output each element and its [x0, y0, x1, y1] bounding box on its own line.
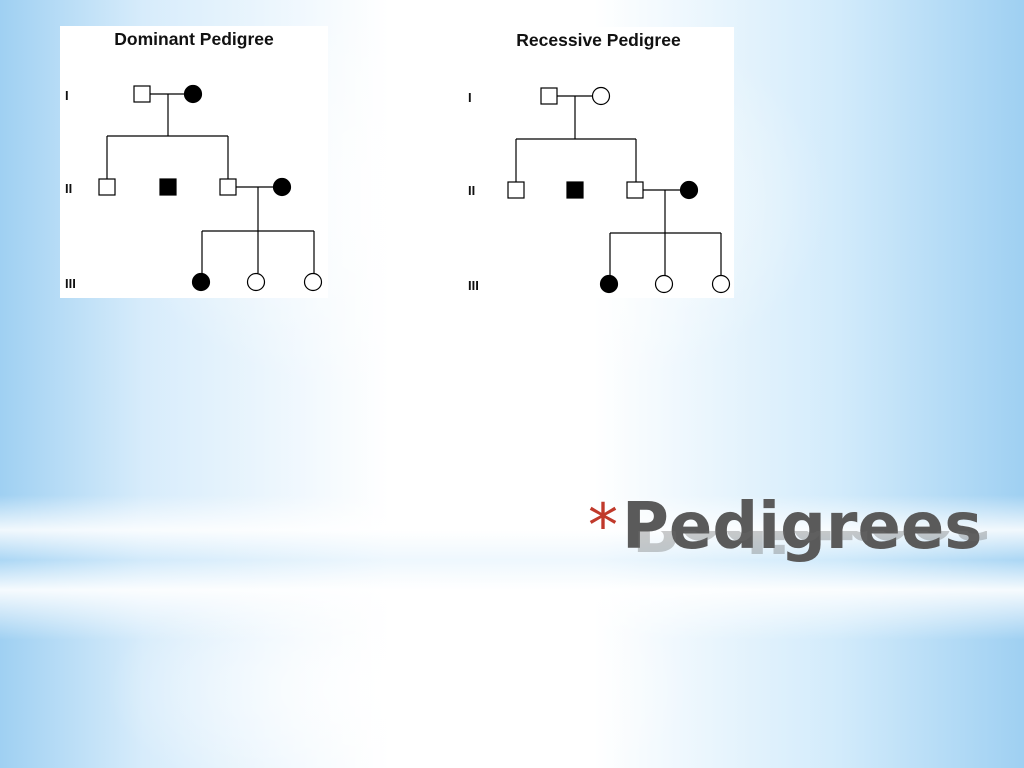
generation-label-III: III [65, 276, 76, 291]
recessive-pedigree-panel: Recessive Pedigree I II III [463, 27, 734, 298]
male-unaffected-II-1 [98, 178, 116, 196]
male-unaffected-I-1 [540, 87, 558, 105]
female-unaffected-III-3 [303, 272, 323, 292]
slide-title-reflection: Pedigrees [632, 531, 992, 561]
recessive-pedigree-chart [507, 86, 731, 294]
female-affected-III-1 [599, 274, 619, 294]
male-unaffected-II-1 [507, 181, 525, 199]
male-unaffected-I-1 [133, 85, 151, 103]
female-unaffected-III-3 [711, 274, 731, 294]
female-affected-III-1 [191, 272, 211, 292]
female-unaffected-I-2 [591, 86, 611, 106]
female-affected-I-2 [183, 84, 203, 104]
title-bullet-icon: * [588, 491, 618, 561]
generation-label-I: I [65, 88, 69, 103]
female-affected-II-4 [679, 180, 699, 200]
female-unaffected-III-2 [654, 274, 674, 294]
male-unaffected-II-3 [219, 178, 237, 196]
dominant-pedigree-chart [98, 84, 323, 292]
male-unaffected-II-3 [626, 181, 644, 199]
slide-title-text: Pedigrees [622, 490, 983, 564]
generation-label-I: I [468, 90, 472, 105]
female-affected-II-4 [272, 177, 292, 197]
generation-label-II: II [468, 183, 476, 198]
recessive-pedigree-title: Recessive Pedigree [516, 30, 681, 50]
female-unaffected-III-2 [246, 272, 266, 292]
dominant-pedigree-title: Dominant Pedigree [114, 29, 274, 49]
male-affected-II-2 [566, 181, 584, 199]
dominant-pedigree-panel: Dominant Pedigree I II III [60, 26, 328, 298]
slide-title: * Pedigrees [588, 492, 982, 582]
generation-label-II: II [65, 181, 73, 196]
generation-label-III: III [468, 278, 479, 293]
male-affected-II-2 [159, 178, 177, 196]
